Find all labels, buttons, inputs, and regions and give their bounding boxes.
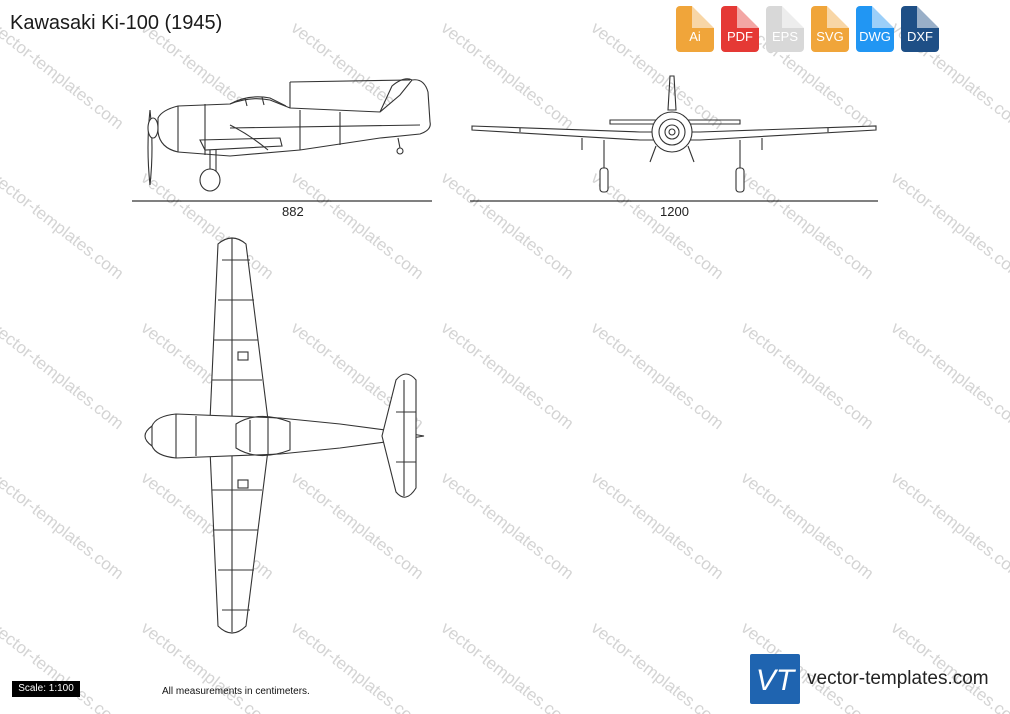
ai-format-label: Ai [689,29,701,44]
eps-format-button[interactable]: EPS [766,6,804,52]
pdf-format-button[interactable]: PDF [721,6,759,52]
format-buttons: Ai PDF EPS SVG DWG DXF [676,6,939,52]
vt-logo-text: VT [756,664,797,697]
svg-format-button[interactable]: SVG [811,6,849,52]
top-view [144,237,425,634]
measurement-note: All measurements in centimeters. [162,686,310,697]
dxf-format-button[interactable]: DXF [901,6,939,52]
dwg-format-label: DWG [859,29,891,44]
dwg-format-button[interactable]: DWG [856,6,894,52]
svg-format-label: SVG [816,29,844,44]
dxf-format-label: DXF [907,29,933,44]
front-view [470,75,878,202]
side-view [132,78,432,202]
site-name[interactable]: vector-templates.com [807,668,989,689]
length-dimension: 882 [282,204,304,219]
vt-logo-icon: VT [756,664,797,697]
ai-format-button[interactable]: Ai [676,6,714,52]
scale-badge: Scale: 1:100 [12,681,80,697]
eps-format-label: EPS [771,29,798,44]
pdf-format-label: PDF [727,29,753,44]
page-title: Kawasaki Ki-100 (1945) [10,12,223,34]
wingspan-dimension: 1200 [660,204,689,219]
vt-logo[interactable]: VT [750,654,800,704]
